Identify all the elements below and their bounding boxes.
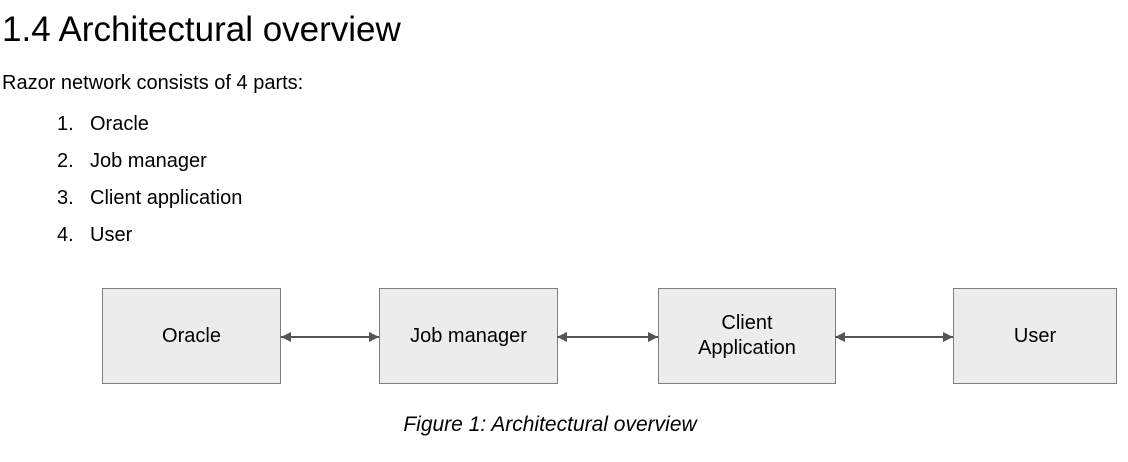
list-item-number: 3.	[57, 187, 74, 209]
node-box-oracle: Oracle	[102, 288, 281, 384]
page-title: 1.4 Architectural overview	[2, 10, 401, 49]
node-label: Client Application	[698, 312, 796, 359]
node-label: User	[1013, 324, 1057, 347]
list-item-number: 1.	[57, 113, 74, 135]
node-box-user: User	[953, 288, 1117, 384]
figure-caption: Figure 1: Architectural overview	[403, 413, 697, 436]
list-item-label: Client application	[90, 187, 243, 209]
bidirectional-arrow	[281, 332, 379, 342]
node-box-job-manager: Job manager	[379, 288, 558, 384]
list-item: 3. Client application	[57, 180, 1128, 217]
list-item: 4. User	[57, 217, 1128, 254]
node-box-client-application: Client Application	[658, 288, 836, 384]
intro-text: Razor network consists of 4 parts:	[2, 72, 304, 94]
bidirectional-arrow	[835, 332, 953, 342]
list-item-label: Job manager	[90, 150, 207, 172]
list-item: 2. Job manager	[57, 143, 1128, 180]
list-item-label: Oracle	[90, 113, 149, 135]
list-item: 1. Oracle	[57, 106, 1128, 143]
parts-ordered-list: 1. Oracle 2. Job manager 3. Client appli…	[0, 106, 1128, 254]
list-item-label: User	[90, 224, 133, 246]
list-item-number: 2.	[57, 150, 74, 172]
bidirectional-arrow	[557, 332, 658, 342]
node-label: Oracle	[162, 324, 221, 347]
node-label: Job manager	[410, 324, 527, 347]
list-item-number: 4.	[57, 224, 74, 246]
